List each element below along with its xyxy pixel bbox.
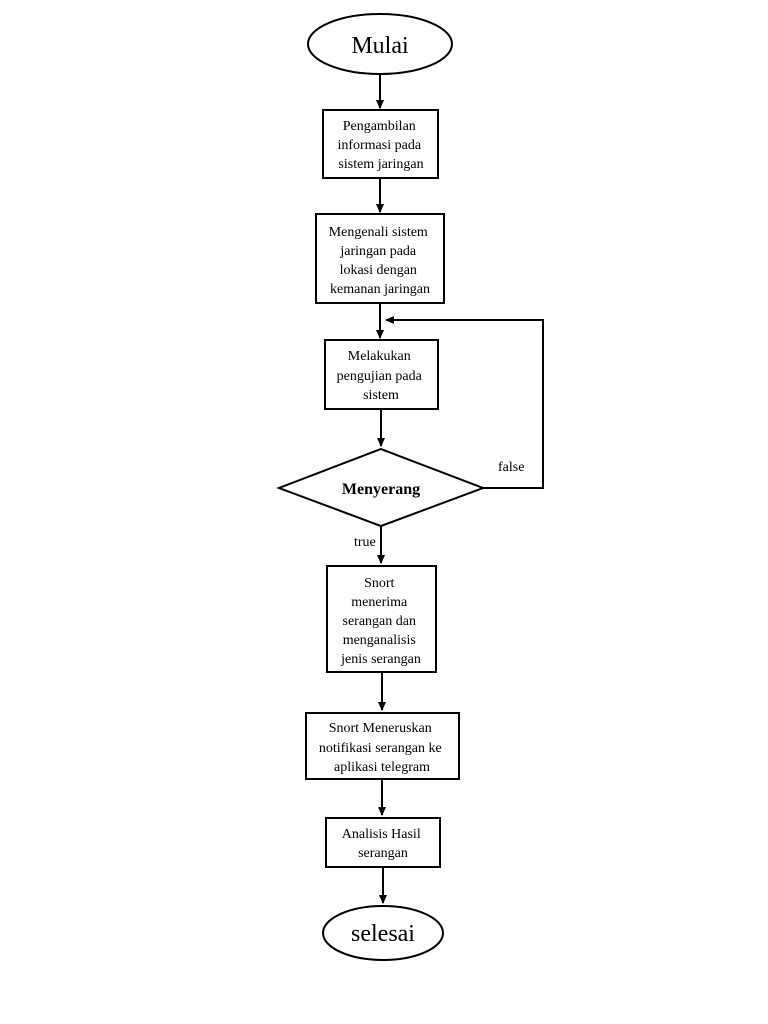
- false-label: false: [498, 460, 524, 475]
- step5-line-3: aplikasi telegram: [334, 760, 430, 775]
- step2-line-2: jaringan pada: [339, 244, 417, 259]
- step5-label: Snort Meneruskan notifikasi serangan ke …: [319, 721, 445, 775]
- step4-line-2: menerima: [351, 595, 408, 610]
- step2-line-3: lokasi dengan: [340, 263, 417, 278]
- step5-line-1: Snort Meneruskan: [329, 721, 432, 736]
- step4-line-3: serangan dan: [343, 614, 416, 629]
- decision-node: Menyerang: [276, 447, 486, 528]
- step4-line-4: menganalisis: [343, 633, 416, 648]
- start-node: Mulai: [307, 13, 453, 75]
- process-step2: Mengenali sistem jaringan pada lokasi de…: [315, 213, 445, 304]
- process-step3: Melakukan pengujian pada sistem: [324, 339, 439, 410]
- step4-line-1: Snort: [364, 576, 394, 591]
- process-step1: Pengambilan informasi pada sistem jaring…: [322, 109, 439, 179]
- step2-label: Mengenali sistem jaringan pada lokasi de…: [329, 225, 432, 297]
- process-step4: Snort menerima serangan dan menganalisis…: [326, 565, 437, 673]
- step3-line-3: sistem: [363, 388, 399, 403]
- step2-line-4: kemanan jaringan: [330, 282, 430, 297]
- process-step6: Analisis Hasil serangan: [325, 817, 441, 868]
- step3-line-1: Melakukan: [348, 349, 411, 364]
- step1-label: Pengambilan informasi pada sistem jaring…: [337, 119, 424, 172]
- step1-line-1: Pengambilan: [343, 119, 416, 134]
- step4-line-5: jenis serangan: [340, 652, 421, 667]
- step1-line-2: informasi pada: [337, 138, 421, 153]
- step3-label: Melakukan pengujian pada sistem: [337, 349, 426, 403]
- start-label: Mulai: [351, 33, 409, 59]
- step2-line-1: Mengenali sistem: [329, 225, 428, 240]
- step5-line-2: notifikasi serangan ke: [319, 741, 442, 756]
- step3-line-2: pengujian pada: [337, 369, 423, 384]
- end-label: selesai: [351, 921, 415, 947]
- decision-label: Menyerang: [342, 481, 420, 498]
- step1-line-3: sistem jaringan: [338, 157, 423, 172]
- step6-line-1: Analisis Hasil: [342, 827, 421, 842]
- step6-label: Analisis Hasil serangan: [342, 827, 424, 861]
- process-step5: Snort Meneruskan notifikasi serangan ke …: [305, 712, 460, 780]
- step4-label: Snort menerima serangan dan menganalisis…: [340, 576, 421, 667]
- step6-line-2: serangan: [358, 846, 408, 861]
- arrow-false-loop: [385, 316, 544, 489]
- end-node: selesai: [322, 905, 444, 961]
- true-label: true: [354, 535, 376, 550]
